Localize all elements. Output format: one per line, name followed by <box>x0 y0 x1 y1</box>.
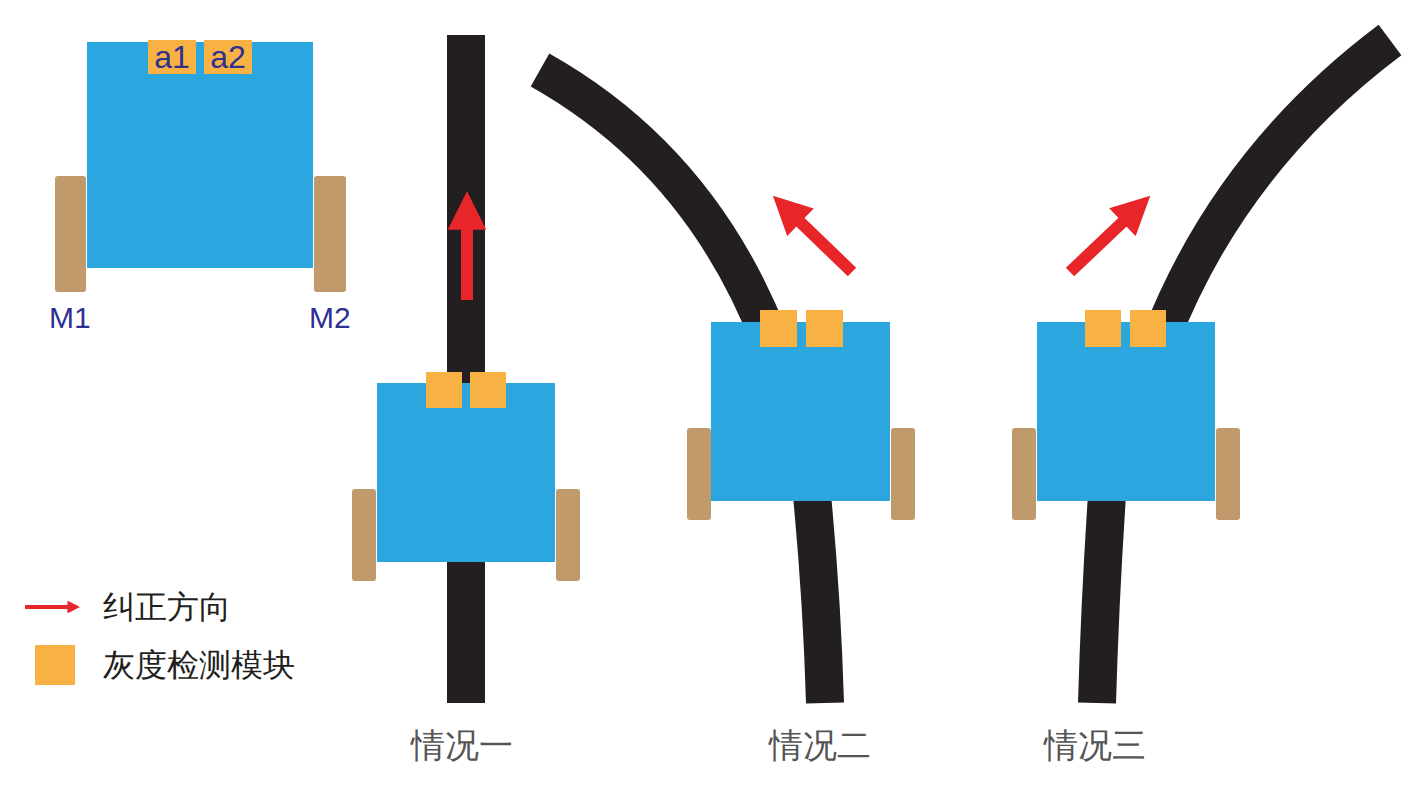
wheel <box>556 489 580 581</box>
sensor-box: a1 <box>148 40 196 74</box>
sensor-box: a2 <box>204 40 252 74</box>
sensor <box>426 372 462 408</box>
correction-arrow <box>795 217 852 272</box>
car-body <box>87 42 313 268</box>
wheel <box>55 176 86 292</box>
wheel <box>1216 428 1240 520</box>
legend-arrow <box>25 605 70 609</box>
track <box>447 35 485 703</box>
track <box>812 495 825 703</box>
case-caption: 情况一 <box>411 728 513 762</box>
case-three <box>1012 40 1390 703</box>
sensor-label: a2 <box>210 41 246 73</box>
track <box>1160 40 1390 340</box>
wheel <box>352 489 376 581</box>
case-one <box>352 35 580 703</box>
sensor <box>1130 310 1166 347</box>
sensor <box>806 310 843 347</box>
sensor <box>760 310 797 347</box>
case-caption: 情况三 <box>1044 728 1146 762</box>
sensor <box>1085 310 1121 347</box>
car-body <box>711 322 890 501</box>
motor-label: M2 <box>309 303 351 333</box>
legend-text: 纠正方向 <box>103 591 231 623</box>
case-caption: 情况二 <box>769 728 871 762</box>
correction-arrow <box>461 222 473 300</box>
wheel <box>1012 428 1036 520</box>
correction-arrow <box>1070 217 1128 272</box>
car-body <box>1037 322 1215 501</box>
motor-label: M1 <box>49 303 91 333</box>
sensor-label: a1 <box>154 41 190 73</box>
wheel <box>687 428 711 520</box>
car-body <box>377 383 555 562</box>
legend-text: 灰度检测模块 <box>103 649 295 681</box>
legend-swatch <box>35 645 75 685</box>
sensor <box>470 372 506 408</box>
track <box>540 70 770 340</box>
car-reference <box>55 42 346 292</box>
wheel <box>891 428 915 520</box>
track <box>1097 495 1107 703</box>
wheel <box>314 176 346 292</box>
case-two <box>540 70 915 703</box>
